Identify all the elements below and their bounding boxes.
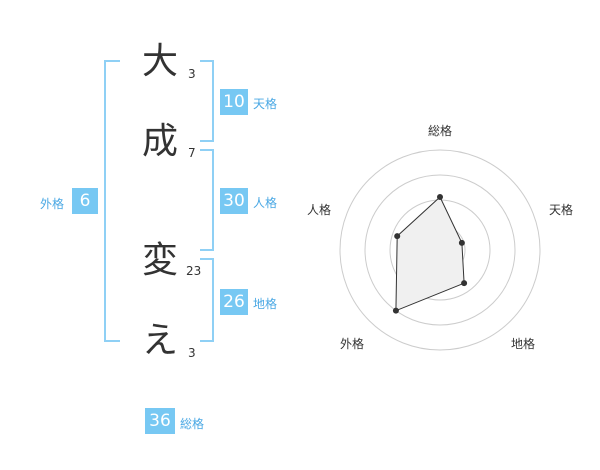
- stroke-count-1: 3: [188, 67, 196, 81]
- gai-bracket: [104, 60, 120, 342]
- radar-ring: [339, 149, 541, 351]
- ten-bracket: [200, 60, 214, 142]
- radar-point-1: [437, 194, 443, 200]
- name-char-4: え: [142, 320, 179, 361]
- stroke-count-4: 3: [188, 346, 196, 360]
- radar-label-chi: 地格: [511, 337, 536, 351]
- chi-label: 地格: [253, 297, 278, 311]
- ten-value-box: 10: [220, 89, 248, 115]
- radar-label-jin: 人格: [307, 203, 332, 217]
- name-char-2: 成: [142, 121, 179, 162]
- radar-label-ten: 天格: [549, 203, 574, 217]
- jin-bracket: [200, 149, 214, 251]
- radar-point-4: [392, 307, 399, 314]
- radar-point-3: [461, 280, 468, 287]
- sou-label: 総格: [180, 417, 205, 431]
- radar-ring: [364, 174, 516, 326]
- ten-label: 天格: [253, 97, 278, 111]
- radar-label-gai: 外格: [340, 337, 365, 351]
- chi-bracket: [200, 258, 214, 342]
- radar-area: [395, 196, 465, 312]
- radar-label-sou: 総格: [428, 124, 453, 138]
- name-char-3: 変: [142, 240, 179, 281]
- chi-value-box: 26: [220, 289, 248, 315]
- sou-value-box: 36: [145, 408, 175, 434]
- jin-value-box: 30: [220, 188, 248, 214]
- stroke-count-3: 23: [186, 264, 202, 278]
- gai-label: 外格: [40, 197, 65, 211]
- radar-point-2: [458, 239, 465, 246]
- stroke-count-2: 7: [188, 146, 196, 160]
- name-char-1: 大: [142, 41, 179, 82]
- jin-label: 人格: [253, 196, 278, 210]
- gai-value-box: 6: [72, 188, 98, 214]
- radar-point-5: [394, 233, 401, 240]
